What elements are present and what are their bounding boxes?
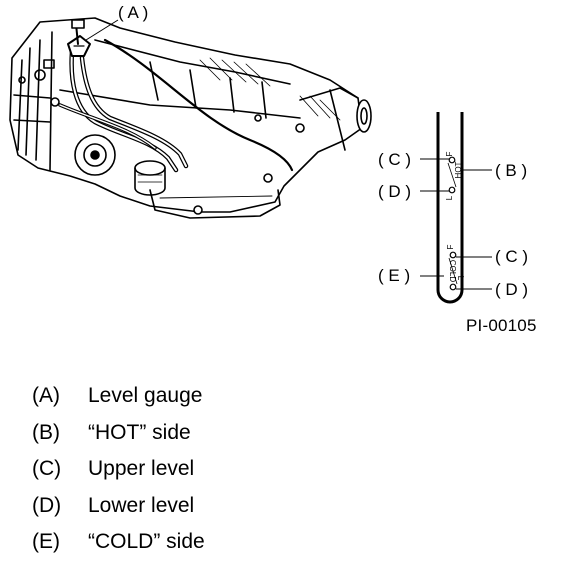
legend-text: Lower level [88,493,195,517]
legend-key: (B) [32,420,60,444]
callout-a-leader [85,19,119,41]
legend-text: Upper level [88,457,195,480]
legend-key: (C) [32,457,62,480]
callout-c-upper-hot: ( C ) [378,150,411,169]
legend-item-e: (E) “COLD” side [32,530,205,567]
legend-key: (E) [32,530,60,553]
callout-b-label: ( B ) [495,161,527,180]
callout-c-upper-cold: ( C ) [495,247,528,266]
cold-l-mark: L [456,276,465,281]
legend-key: (A) [32,384,60,407]
hot-f-mark: F [445,151,454,156]
legend-text: Level gauge [88,384,203,407]
cold-f-mark: F [446,244,455,249]
hot-side-text: HOT [454,161,463,178]
legend-text: “HOT” side [88,420,191,444]
legend-item-b: (B) “HOT” side [32,421,205,458]
figure-id: PI-00105 [466,316,537,335]
legend-item-c: (C) Upper level [32,457,205,494]
hot-l-mark: L [445,195,454,200]
legend-item-a: (A) Level gauge [32,384,205,421]
callout-d-lower-cold: ( D ) [495,280,528,299]
transmission-illustration [9,17,372,219]
callout-d-lower-hot: ( D ) [378,182,411,201]
cold-side-text: COLD [448,260,457,282]
legend-item-d: (D) Lower level [32,494,205,531]
dipstick-leaders [420,158,492,290]
transmission-diagram: ( A ) F HOT L F COLD L ( C ) ( B ) ( D )… [9,3,528,304]
legend: (A) Level gauge (B) “HOT” side (C) Upper… [32,384,205,567]
legend-key: (D) [32,493,62,517]
legend-text: “COLD” side [88,530,205,553]
callout-a-label: ( A ) [118,3,148,22]
callout-e-label: ( E ) [378,266,410,285]
